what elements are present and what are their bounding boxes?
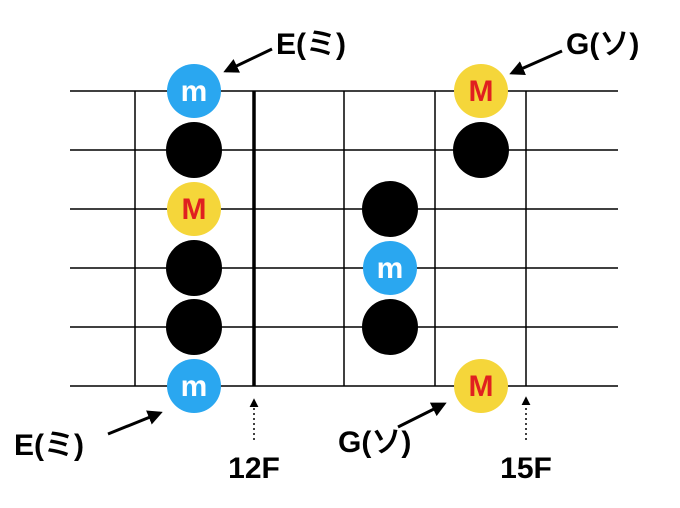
major-label: M xyxy=(469,75,494,108)
fret-label-15: 15F xyxy=(500,452,552,485)
note-mark-dot xyxy=(362,299,418,355)
fret-label-12: 12F xyxy=(228,452,280,485)
note-mark-dot xyxy=(166,299,222,355)
arrow-top-left xyxy=(223,47,273,73)
scale-dot xyxy=(166,299,222,355)
scale-dot xyxy=(362,299,418,355)
minor-label: m xyxy=(377,252,404,285)
note-mark-dot xyxy=(453,122,509,178)
note-mark-major: M xyxy=(167,182,221,236)
annotation-top-left: E(ミ) xyxy=(276,28,346,61)
note-mark-major: M xyxy=(454,359,508,413)
scale-dot xyxy=(453,122,509,178)
note-mark-dot xyxy=(362,181,418,237)
major-circle xyxy=(454,64,508,118)
frets xyxy=(134,91,527,386)
scale-dot xyxy=(362,181,418,237)
major-label: M xyxy=(182,193,207,226)
annotation-top-right: G(ソ) xyxy=(566,28,639,61)
scale-dot xyxy=(166,240,222,296)
note-mark-dot xyxy=(166,122,222,178)
minor-circle xyxy=(363,241,417,295)
arrow-top-right xyxy=(509,49,563,76)
note-mark-major: M xyxy=(454,64,508,118)
minor-label: m xyxy=(181,75,208,108)
scale-dot xyxy=(166,122,222,178)
note-mark-dot xyxy=(166,240,222,296)
arrow-bottom-left xyxy=(107,410,163,436)
minor-label: m xyxy=(181,370,208,403)
note-mark-minor: m xyxy=(167,359,221,413)
fret-pointers xyxy=(249,396,531,440)
minor-circle xyxy=(167,359,221,413)
note-mark-minor: m xyxy=(167,64,221,118)
annotation-bottom-mid: G(ソ) xyxy=(338,426,411,459)
major-circle xyxy=(167,182,221,236)
major-label: M xyxy=(469,370,494,403)
annotation-bottom-left: E(ミ) xyxy=(14,429,84,462)
note-mark-minor: m xyxy=(363,241,417,295)
arrow-bottom-mid xyxy=(397,402,447,429)
minor-circle xyxy=(167,64,221,118)
note-arrows xyxy=(107,47,563,436)
major-circle xyxy=(454,359,508,413)
